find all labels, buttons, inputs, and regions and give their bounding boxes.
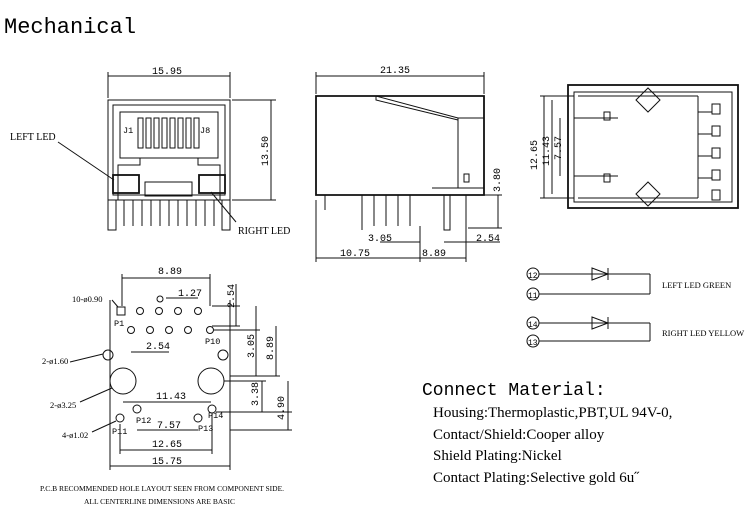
right-led-pin-k: 13	[528, 339, 538, 348]
left-led-pin-a: 12	[528, 272, 538, 281]
hole-102-callout: 4-ø1.02	[62, 430, 88, 440]
pcb-dim-305: 3.05	[247, 334, 258, 358]
pcb-dim-757: 7.57	[157, 421, 181, 432]
page-title: Mechanical	[4, 15, 136, 40]
top-clip-upper	[635, 87, 661, 113]
connect-material: Connect Material: Housing:Thermoplastic,…	[422, 381, 672, 486]
pin-p1-label: P1	[114, 319, 124, 329]
side-pinheight-dim: 3.80	[493, 168, 504, 192]
front-pins	[107, 199, 231, 231]
left-led-label: LEFT LED GREEN	[662, 280, 731, 290]
right-led-diode	[591, 316, 610, 330]
pcb-dim-889-vert: 8.89	[266, 336, 277, 360]
connect-contact: Contact/Shield:Cooper alloy	[433, 427, 605, 443]
side-length-dim: 21.35	[380, 66, 410, 77]
pin-p13-label: P13	[198, 424, 213, 434]
connect-plating: Contact Plating:Selective gold 6u˝	[433, 470, 640, 486]
pcb-dim-338: 3.38	[251, 382, 262, 406]
pin-p12-label: P12	[136, 416, 151, 426]
connect-heading: Connect Material:	[422, 381, 606, 401]
pcb-dim-1265: 12.65	[152, 440, 182, 451]
right-led-callout: RIGHT LED	[238, 226, 290, 237]
led-hole-2	[217, 349, 229, 361]
pcb-note-1: P.C.B RECOMMENDED HOLE LAYOUT SEEN FROM …	[40, 484, 284, 493]
side-dim-1075: 10.75	[340, 249, 370, 260]
pcb-note-2: ALL CENTERLINE DIMENSIONS ARE BASIC	[84, 497, 235, 506]
front-width-dim: 15.95	[152, 67, 182, 78]
connect-shield: Shield Plating:Nickel	[433, 448, 562, 464]
top-view: 12.65 11.43 7.57	[530, 84, 739, 209]
top-pins	[698, 103, 721, 201]
side-dim-254: 2.54	[476, 234, 500, 245]
left-led-callout: LEFT LED	[10, 132, 56, 143]
led-schematic: 12 11 LEFT LED GREEN 14 13 RIGHT LED YEL…	[526, 267, 744, 348]
pcb-dim-889-top: 8.89	[158, 267, 182, 278]
right-led-window	[198, 174, 226, 194]
pcb-dim-1575: 15.75	[152, 457, 182, 468]
pcb-dim-1143: 11.43	[156, 392, 186, 403]
mount-hole-left	[109, 367, 137, 395]
pcb-dim-254-bottom: 2.54	[146, 342, 170, 353]
mount-hole-right	[197, 367, 225, 395]
connect-housing: Housing:Thermoplastic,PBT,UL 94V-0,	[433, 405, 672, 421]
pcb-dim-127: 1.27	[178, 289, 202, 300]
front-view: 15.95 13.50 J1 J8	[10, 67, 290, 237]
pcb-peg-small	[156, 295, 164, 303]
hole-325-callout: 2-ø3.25	[50, 400, 76, 410]
top-dim-1265: 12.65	[530, 140, 541, 170]
pcb-layout: 8.89 1.27 2.54 10-ø0.90 P1 P10 2.54	[40, 267, 292, 506]
pin-p14-label: P14	[208, 411, 223, 421]
signal-holes	[116, 306, 214, 334]
left-led-pin-k: 11	[528, 292, 538, 301]
shield-hole-p13	[193, 413, 203, 423]
side-pins	[324, 195, 467, 231]
side-view: 21.35 3.80 3.05 2.54 10	[315, 66, 504, 262]
hole-160-callout: 2-ø1.60	[42, 356, 68, 366]
shield-hole-p12	[132, 404, 142, 414]
side-dim-889: 8.89	[422, 249, 446, 260]
left-led-window	[112, 174, 140, 194]
pcb-dim-490: 4.90	[277, 396, 288, 420]
led-hole-1	[102, 349, 114, 361]
right-led-pin-a: 14	[528, 321, 538, 330]
rj45-contacts	[137, 117, 200, 149]
left-led-diode	[591, 267, 610, 281]
pcb-dim-254-right: 2.54	[227, 284, 238, 308]
hole-10-callout: 10-ø0.90	[72, 294, 102, 304]
top-dim-757: 7.57	[554, 136, 565, 160]
pin-j1-label: J1	[123, 126, 133, 136]
front-height-dim: 13.50	[261, 136, 272, 166]
pin-p10-label: P10	[205, 337, 220, 347]
shield-hole-p11	[115, 413, 125, 423]
side-dim-305: 3.05	[368, 234, 392, 245]
pin-j8-label: J8	[200, 126, 210, 136]
top-clip-lower	[635, 181, 661, 207]
pin1-square-pad	[116, 306, 126, 316]
top-dim-1143: 11.43	[542, 136, 553, 166]
right-led-label: RIGHT LED YELLOW	[662, 328, 744, 338]
shield-hole-p14	[207, 404, 217, 414]
